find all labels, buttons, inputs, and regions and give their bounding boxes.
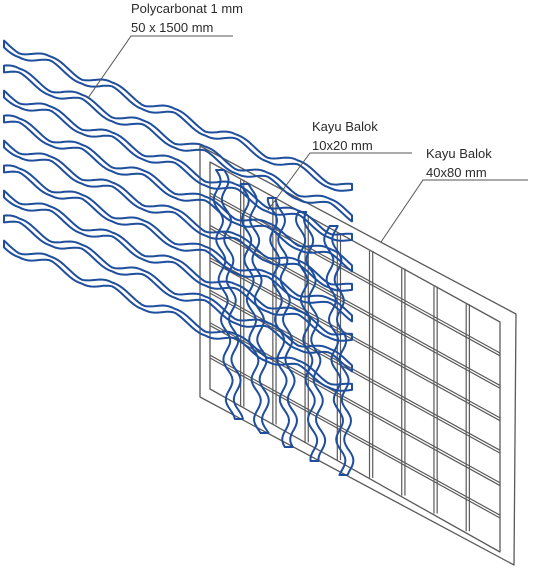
timber-frame [199, 145, 517, 566]
frame-horizontal-batten [209, 227, 501, 389]
label-polycarbonate-name: Polycarbonat 1 mm [131, 1, 243, 16]
label-batten-large: Kayu Balok 40x80 mm [380, 146, 528, 243]
frame-inner [209, 161, 501, 553]
polycarbonate-strip [3, 139, 353, 292]
frame-grid [209, 179, 501, 532]
label-batten-large-size: 40x80 mm [426, 165, 487, 180]
frame-horizontal-batten [209, 354, 501, 516]
leader-polycarbonate [87, 35, 233, 99]
polycarbonate-warp-strip [266, 197, 298, 448]
leader-batten-large [380, 179, 528, 243]
polycarbonate-strip [3, 89, 353, 242]
frame-horizontal-batten [209, 289, 501, 451]
polycarbonate-weave [3, 39, 355, 476]
polycarbonate-warp-strip [295, 211, 327, 462]
polycarbonate-warp-strip [239, 183, 270, 434]
polycarbonate-strip [3, 164, 353, 323]
label-polycarbonate-size: 50 x 1500 mm [131, 20, 213, 35]
leader-batten-small [267, 152, 412, 211]
polycarbonate-strip [3, 39, 353, 192]
frame-horizontal-batten [209, 325, 501, 487]
polycarbonate-warp-strip [212, 169, 244, 420]
label-batten-small-size: 10x20 mm [312, 138, 373, 153]
polycarbonate-strip [3, 239, 353, 392]
label-batten-large-name: Kayu Balok [426, 146, 492, 161]
label-polycarbonate: Polycarbonat 1 mm 50 x 1500 mm [87, 1, 243, 99]
frame-horizontal-batten [209, 357, 501, 519]
polycarbonate-strip [3, 189, 353, 342]
polycarbonate-strip [3, 214, 353, 373]
polycarbonate-strip [3, 64, 353, 223]
polycarbonate-strip [3, 114, 353, 273]
frame-horizontal-batten [209, 257, 501, 419]
frame-horizontal-batten [209, 260, 501, 422]
polycarbonate-warp-strip [323, 225, 355, 476]
frame-horizontal-batten [209, 224, 501, 386]
label-batten-small: Kayu Balok 10x20 mm [267, 119, 412, 211]
frame-horizontal-batten [209, 195, 501, 357]
label-batten-small-name: Kayu Balok [312, 119, 378, 134]
